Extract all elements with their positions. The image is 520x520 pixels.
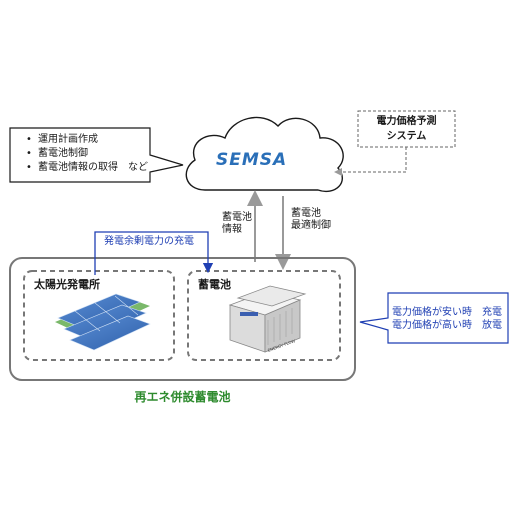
left-bubble-item: 運用計画作成 — [26, 133, 154, 147]
right-bubble-text: 電力価格が安い時 充電 電力価格が高い時 放電 — [392, 306, 502, 332]
semsa-logo-text: SEMSA — [216, 150, 288, 170]
battery-control-line2: 最適制御 — [291, 220, 331, 231]
solar-title: 太陽光発電所 — [34, 278, 100, 291]
forecast-box-line2: システム — [386, 131, 427, 142]
battery-info-label: 蓄電池 情報 — [222, 212, 252, 236]
semsa-logo: SEMSA — [216, 150, 287, 170]
solar-panel-illustration — [55, 293, 151, 351]
battery-container-illustration — [228, 285, 307, 353]
solar-box — [23, 270, 175, 361]
forecast-box: 電力価格予測 システム — [358, 114, 455, 144]
battery-info-line2: 情報 — [222, 224, 242, 235]
left-bubble-text: 運用計画作成 蓄電池制御 蓄電池情報の取得 など — [24, 133, 154, 175]
forecast-connector — [334, 147, 407, 176]
surplus-charge-label: 発電余剰電力の充電 — [104, 236, 194, 247]
facility-label: 再エネ併設蓄電池 — [134, 390, 231, 404]
battery-box — [187, 270, 341, 361]
battery-control-line1: 蓄電池 — [291, 208, 321, 219]
left-bubble-item: 蓄電池情報の取得 など — [26, 161, 154, 175]
right-bubble-shape — [359, 292, 509, 344]
surplus-charge-arrow — [94, 231, 214, 275]
right-bubble-line1: 電力価格が安い時 充電 — [392, 307, 502, 318]
battery-control-label: 蓄電池 最適制御 — [291, 208, 331, 232]
right-bubble-line2: 電力価格が高い時 放電 — [392, 320, 502, 331]
facility-box — [9, 257, 356, 381]
battery-info-line1: 蓄電池 — [222, 212, 252, 223]
left-bubble-item: 蓄電池制御 — [26, 147, 154, 161]
forecast-box-line1: 電力価格予測 — [376, 116, 437, 127]
forecast-box-border — [357, 110, 456, 148]
battery-title: 蓄電池 — [198, 278, 231, 291]
